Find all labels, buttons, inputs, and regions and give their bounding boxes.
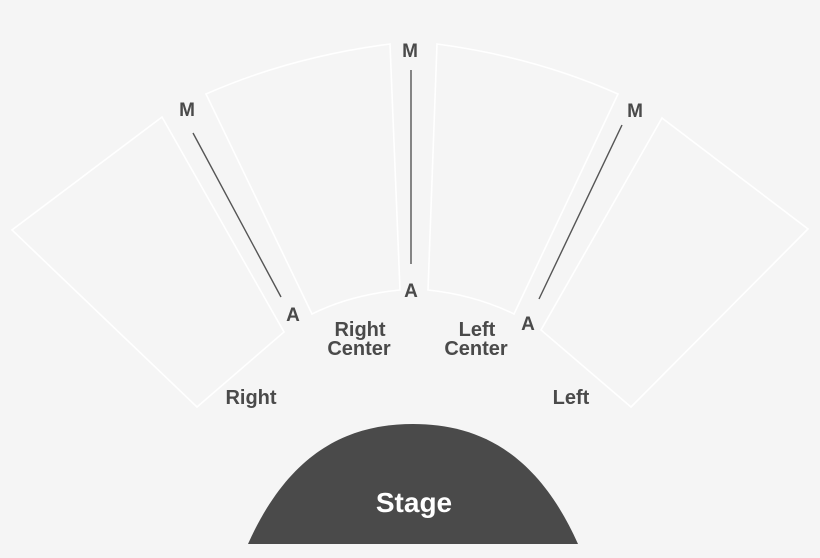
section-left-center[interactable] [427, 43, 620, 316]
section-label-left: Left [553, 387, 590, 409]
section-label-right-center-2: Center [327, 338, 391, 360]
row-marker-center-back: M [402, 41, 418, 62]
row-marker-left-front: A [521, 314, 535, 335]
aisle-line-left [538, 124, 623, 300]
section-right[interactable] [10, 115, 286, 409]
row-marker-center-front: A [404, 281, 418, 302]
section-right-center[interactable] [204, 43, 401, 316]
stage[interactable] [248, 424, 578, 544]
aisle-line-right [192, 132, 282, 298]
stage-label: Stage [376, 487, 452, 518]
row-marker-left-back: M [627, 101, 643, 122]
section-label-right-center-1: Right [334, 319, 385, 341]
row-marker-right-front: A [286, 305, 300, 326]
section-label-right: Right [225, 387, 276, 409]
section-label-left-center-1: Left [459, 319, 496, 341]
row-marker-right-back: M [179, 100, 195, 121]
section-left[interactable] [539, 116, 810, 409]
section-label-left-center-2: Center [444, 338, 508, 360]
